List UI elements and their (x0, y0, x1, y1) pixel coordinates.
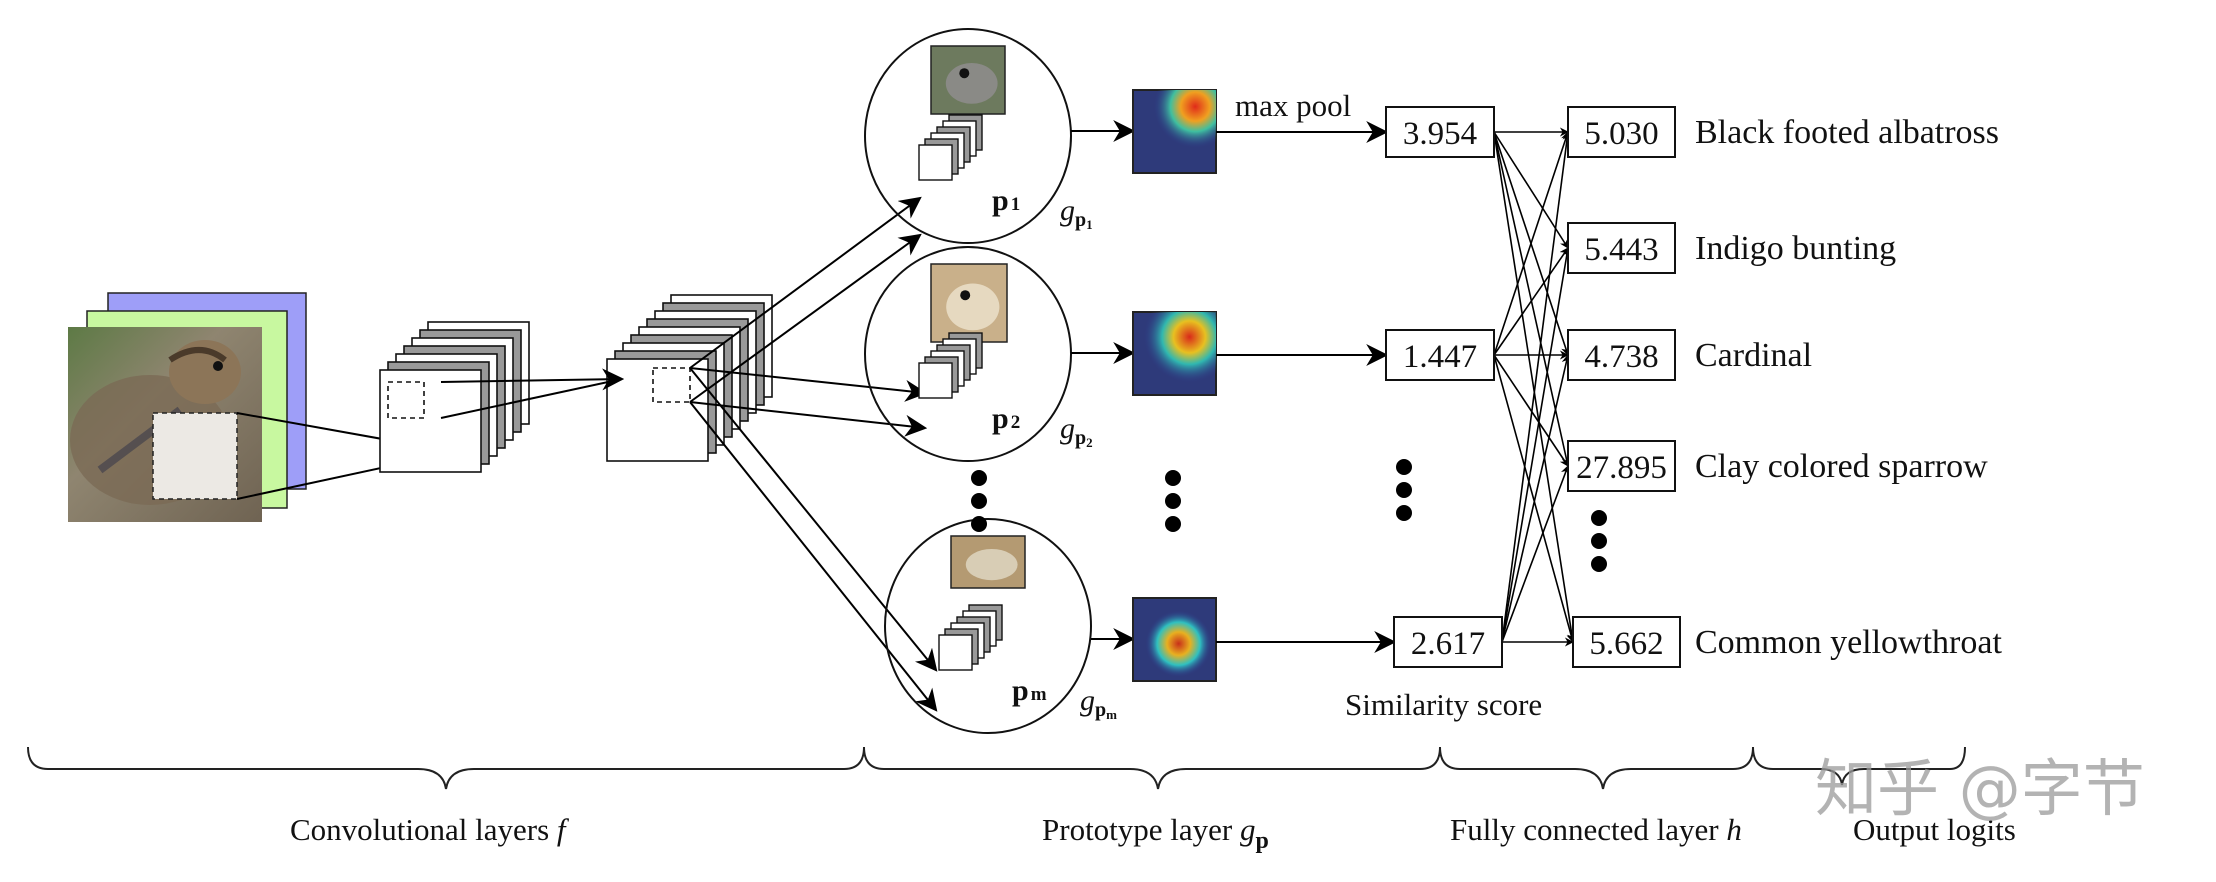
output-logit-box (1572, 616, 1681, 668)
prototype-circle (864, 28, 1072, 244)
prototype-vector-stack (918, 332, 983, 399)
similarity-score-box: 3.954 (1216, 106, 1495, 158)
output-class-label: Indigo bunting (1695, 230, 1896, 267)
fc-edge (1493, 131, 1577, 643)
max-pool-label: max pool (1235, 88, 1351, 123)
output-logit-box (1567, 440, 1676, 492)
prototype-patch-image (930, 263, 1008, 343)
watermark: 知乎 @字节 (1815, 752, 2145, 825)
fc-edge (1493, 247, 1569, 356)
output-logits: 5.030 Black footed albatross 5.443 Indigo b… (1567, 106, 2002, 668)
arrow-conv1-to-conv2 (440, 368, 625, 391)
prototype-patch-image (930, 45, 1006, 115)
conv-feature-stack-1 (379, 321, 530, 473)
output-logit-row: 4.738 Cardinal (1567, 329, 1812, 381)
section-label-conv: Convolutional layers f (290, 812, 570, 847)
ellipsis-heatmaps (1165, 470, 1181, 532)
output-logit-row: 5.030 Black footed albatross (1567, 106, 1999, 158)
prototype-vector-stack (938, 604, 1003, 671)
ellipsis-scores (1396, 459, 1412, 521)
fully-connected-edges (1493, 127, 1577, 647)
arrow-conv1-to-conv2 (440, 378, 623, 419)
fc-edge (1493, 354, 1569, 467)
conv-feature-stack-2 (606, 294, 773, 462)
input-image-stack (68, 292, 307, 522)
ellipsis-prototypes (971, 470, 987, 532)
fc-edge (1501, 247, 1572, 643)
similarity-score-box: 1.447 (1216, 329, 1495, 381)
output-class-label: Cardinal (1695, 337, 1812, 374)
prototype-circle (884, 518, 1092, 734)
similarity-score-value: 3.954 (1403, 116, 1477, 152)
feature-map-layer (379, 369, 482, 473)
prototype-unit-label: gp1 (1060, 194, 1093, 232)
fc-edge (1501, 354, 1571, 643)
output-logit-box (1567, 106, 1676, 158)
similarity-heatmap (1132, 89, 1217, 174)
output-class-label: Common yellowthroat (1695, 624, 2002, 661)
prototype-unit-label: gpm (1080, 684, 1117, 722)
receptive-patch (152, 412, 238, 500)
similarity-heatmap (1132, 597, 1217, 682)
similarity-score-value: 1.447 (1403, 339, 1477, 375)
output-logit-row: 5.662 Common yellowthroat (1572, 616, 2002, 668)
ellipsis-outputs (1591, 510, 1607, 572)
fc-edge (1493, 354, 1576, 643)
output-class-label: Clay colored sparrow (1695, 448, 1988, 485)
section-label-fc: Fully connected layer h (1450, 812, 1742, 847)
prototype-patch-image (950, 535, 1026, 589)
prototype-unit-label: gp2 (1060, 412, 1093, 450)
output-logit-value: 5.030 (1584, 116, 1658, 152)
similarity-score-value: 2.617 (1411, 626, 1485, 662)
dashed-patch (652, 367, 691, 403)
output-logit-value: 5.443 (1584, 232, 1658, 268)
fc-edge (1493, 131, 1570, 356)
feature-map-layer (606, 358, 709, 462)
similarity-scores: 3.954 1.447 2.617 (1216, 106, 1503, 668)
dashed-patch (387, 381, 425, 419)
prototype-vector-stack (918, 114, 983, 181)
arrows-to-prototypes (689, 196, 938, 712)
fc-edge (1501, 465, 1570, 643)
output-logit-box (1567, 329, 1676, 381)
output-logit-box (1567, 222, 1676, 274)
section-braces (27, 746, 1966, 790)
output-logit-value: 5.662 (1589, 626, 1663, 662)
section-label-prototype: Prototype layer gp (1042, 812, 1269, 854)
section-label-output: Output logits (1853, 812, 2016, 847)
fc-edge (1501, 131, 1572, 643)
output-logit-value: 27.895 (1576, 450, 1667, 486)
similarity-score-box: 2.617 (1216, 616, 1503, 668)
similarity-heatmap (1132, 311, 1217, 396)
output-logit-row: 5.443 Indigo bunting (1567, 222, 1896, 274)
fc-edge (1493, 131, 1569, 249)
similarity-score-label: Similarity score (1345, 687, 1542, 722)
output-logit-row: 27.895 Clay colored sparrow (1567, 440, 1988, 492)
output-class-label: Black footed albatross (1695, 114, 1999, 151)
output-logit-value: 4.738 (1584, 339, 1658, 375)
